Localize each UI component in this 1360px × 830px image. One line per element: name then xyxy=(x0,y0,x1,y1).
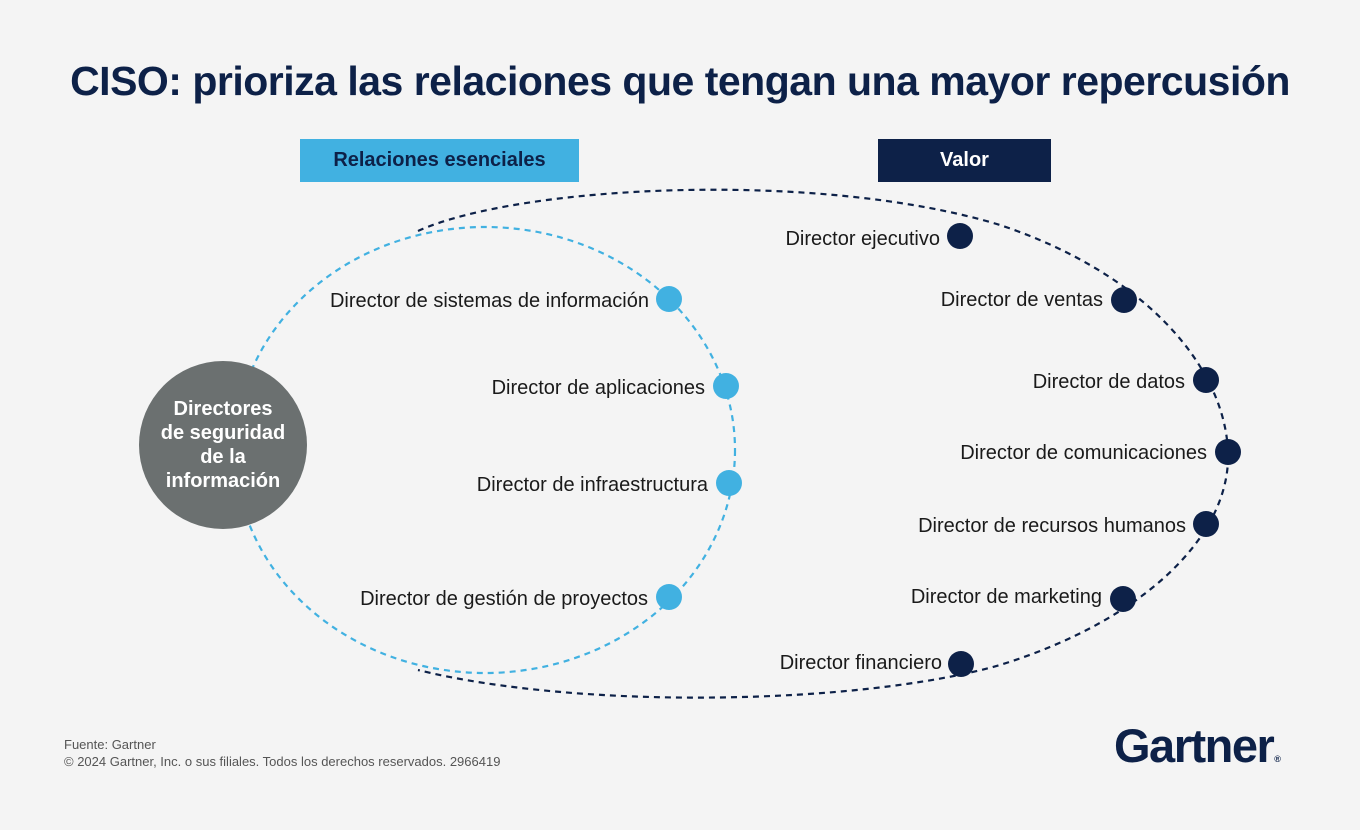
page-title: CISO: prioriza las relaciones que tengan… xyxy=(70,58,1290,104)
essential-role-label: Director de gestión de proyectos xyxy=(360,588,648,610)
value-role-label: Director de datos xyxy=(1033,371,1185,393)
gartner-logo-text: Gartner xyxy=(1114,719,1275,772)
value-node xyxy=(948,651,974,677)
footer-source: Fuente: Gartner xyxy=(64,737,156,752)
ciso-line-1: Directores xyxy=(174,398,273,420)
gartner-logo: Gartner® xyxy=(1114,718,1281,787)
value-role-label: Director de ventas xyxy=(941,289,1103,311)
ciso-line-4: información xyxy=(166,470,280,492)
value-role-label: Director de recursos humanos xyxy=(918,515,1186,537)
value-role-label: Director ejecutivo xyxy=(785,228,940,250)
value-label: Valor xyxy=(940,149,989,171)
essential-relations-header: Relaciones esenciales xyxy=(300,139,579,182)
value-node xyxy=(1215,439,1241,465)
footer-copyright: © 2024 Gartner, Inc. o sus filiales. Tod… xyxy=(64,754,501,769)
value-node xyxy=(1193,511,1219,537)
value-node xyxy=(1193,367,1219,393)
essential-node xyxy=(656,584,682,610)
value-node xyxy=(1111,287,1137,313)
essential-node xyxy=(716,470,742,496)
value-header: Valor xyxy=(878,139,1051,182)
value-role-label: Director de marketing xyxy=(911,586,1102,608)
ciso-circle xyxy=(139,361,307,529)
essential-role-label: Director de infraestructura xyxy=(477,474,709,496)
registered-mark: ® xyxy=(1274,754,1281,764)
essential-relations-label: Relaciones esenciales xyxy=(333,149,546,171)
essential-role-label: Director de aplicaciones xyxy=(492,377,705,399)
essential-node xyxy=(713,373,739,399)
ciso-line-2: de seguridad xyxy=(161,422,285,444)
ciso-line-3: de la xyxy=(200,446,246,468)
essential-node xyxy=(656,286,682,312)
value-node xyxy=(947,223,973,249)
value-node xyxy=(1110,586,1136,612)
essential-role-label: Director de sistemas de información xyxy=(330,290,649,312)
essential-loop xyxy=(233,225,737,675)
value-role-label: Director de comunicaciones xyxy=(960,442,1207,464)
value-role-label: Director financiero xyxy=(780,652,942,674)
